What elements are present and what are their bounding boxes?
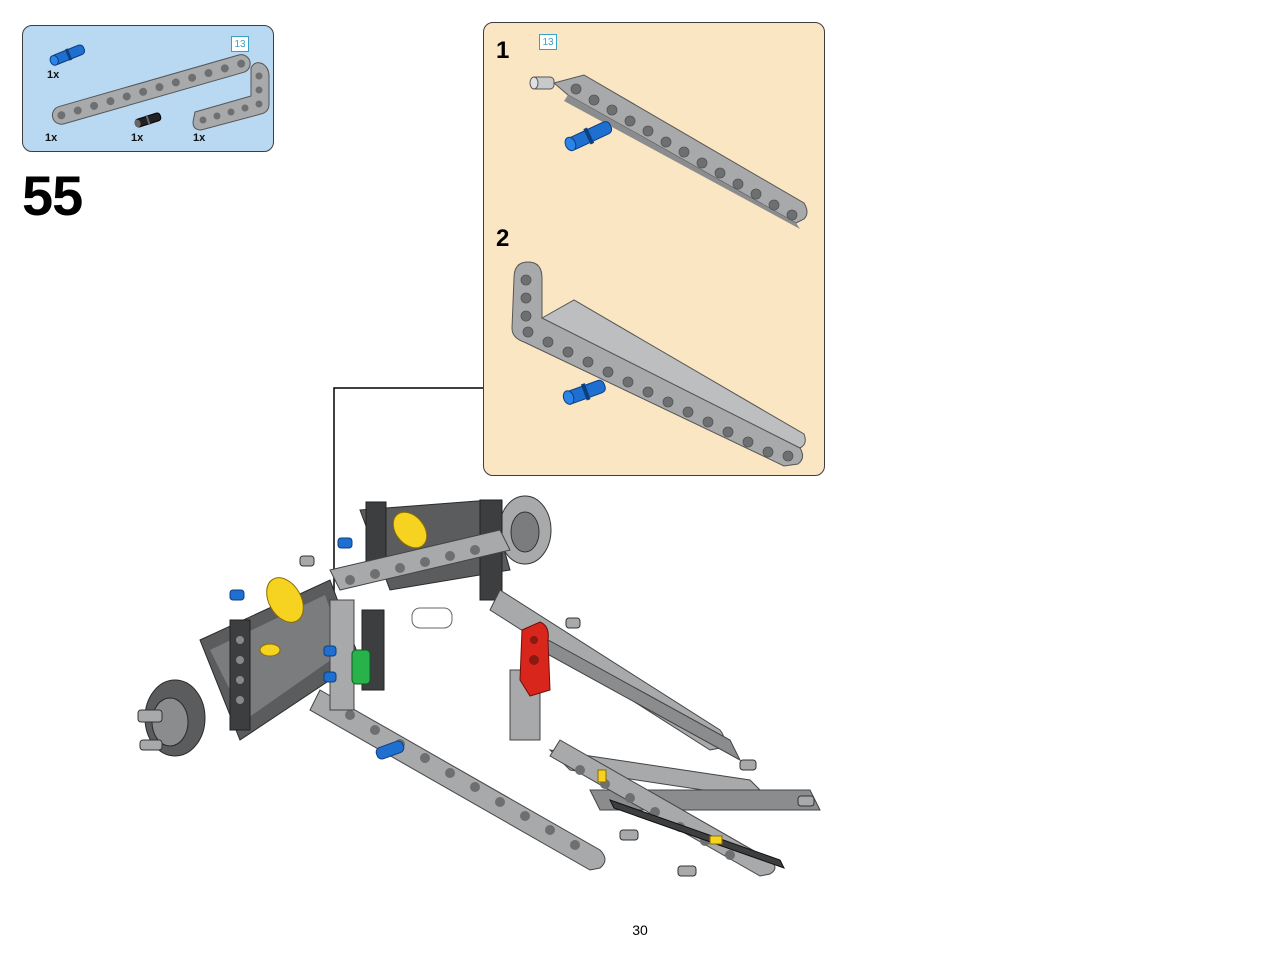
sub-step-1-illustration (529, 74, 808, 229)
end-pins (299, 555, 815, 877)
parts-ref-badge: 13 (231, 36, 249, 52)
step-number: 55 (22, 164, 83, 227)
parts-list-box: 13 1x 1x 1x (22, 25, 274, 152)
left-hub (137, 577, 361, 757)
frame-beams (309, 529, 821, 877)
gray-beam-long-icon (51, 54, 251, 125)
qty-gray-l-beam: 1x (193, 132, 206, 144)
blue-axle-pin-icon (49, 44, 86, 66)
qty-black-pin: 1x (131, 132, 144, 144)
sub-step-1-ref-badge: 13 (539, 34, 557, 50)
sub-step-2-illustration (511, 261, 806, 467)
colored-parts (323, 607, 723, 845)
subassembly-callout: 1 13 2 (483, 22, 825, 476)
sub-step-2-number: 2 (496, 225, 510, 252)
qty-blue-axle-pin: 1x (47, 69, 60, 81)
sub-step-1-number: 1 (496, 37, 510, 64)
main-assembly-illustration (137, 495, 821, 877)
gray-l-beam-icon (192, 62, 270, 131)
black-pin-icon (134, 112, 162, 128)
qty-gray-beam-long: 1x (45, 132, 58, 144)
page-number: 30 (632, 922, 648, 938)
